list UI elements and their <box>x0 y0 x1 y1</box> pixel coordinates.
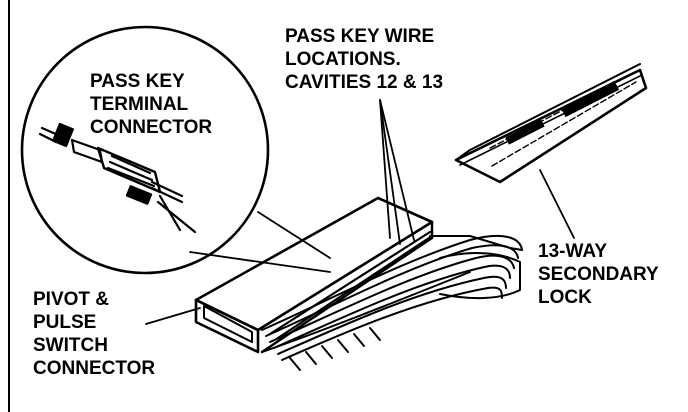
pass-key-wire-leader-1 <box>379 99 401 245</box>
wire-harness <box>261 234 523 371</box>
terminal-detail <box>38 122 197 234</box>
pass-key-wire-leader-2 <box>379 99 415 241</box>
detail-magnifier-circle <box>20 25 270 275</box>
magnifier-leader-2 <box>257 211 331 259</box>
pass-key-wire-locations-label: PASS KEY WIRE LOCATIONS. CAVITIES 12 & 1… <box>285 26 444 93</box>
pivot-pulse-leader <box>145 307 201 325</box>
pass-key-wire-leader-3 <box>379 99 391 239</box>
secondary-lock-leader <box>539 169 575 239</box>
magnifier-leader-1 <box>189 251 331 273</box>
pivot-pulse-switch-connector-label: PIVOT & PULSE SWITCH CONNECTOR <box>33 289 156 379</box>
secondary-lock-label: 13-WAY SECONDARY LOCK <box>538 241 659 308</box>
pass-key-terminal-connector-label: PASS KEY TERMINAL CONNECTOR <box>90 71 213 138</box>
secondary-lock-strip <box>454 63 648 184</box>
